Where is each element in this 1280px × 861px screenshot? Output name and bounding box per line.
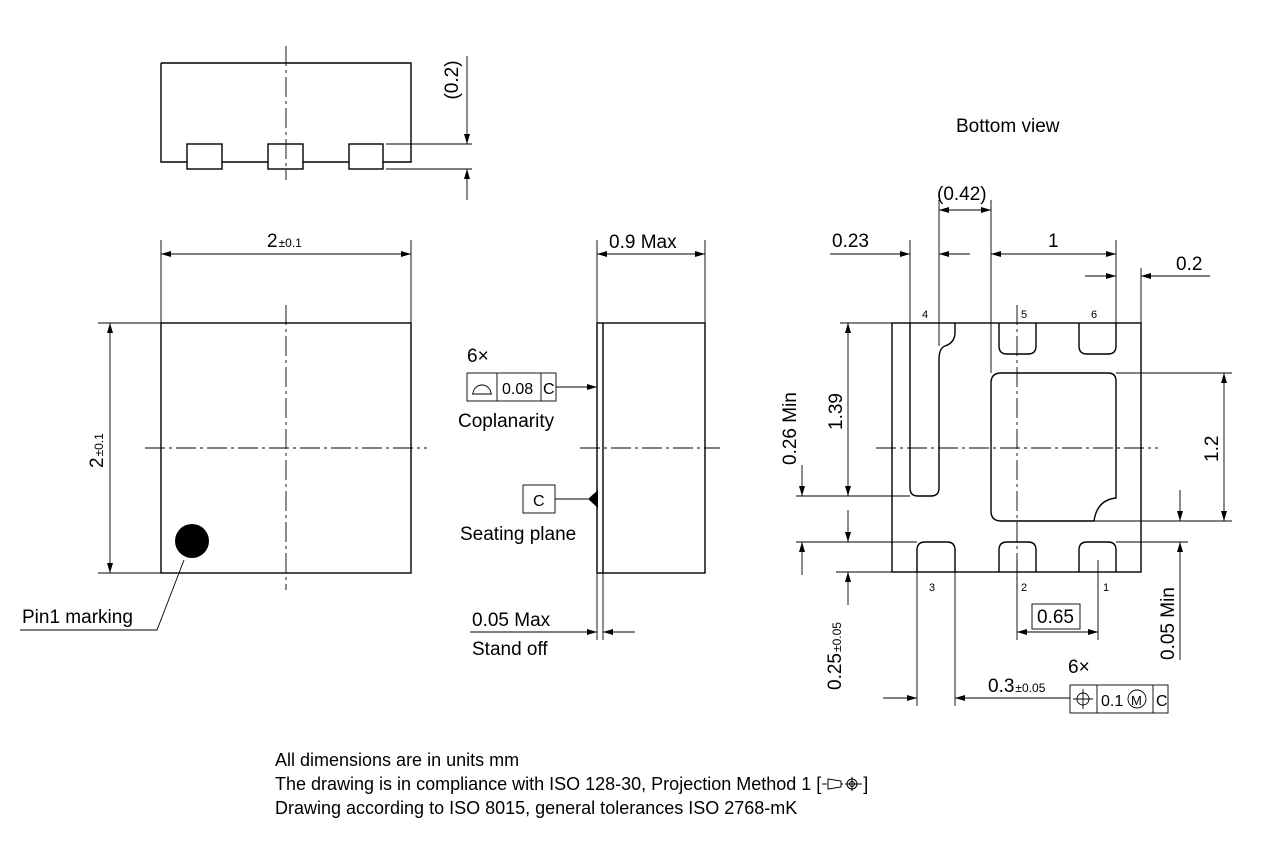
svg-text:M: M xyxy=(1131,693,1142,708)
standoff-label: Stand off xyxy=(472,639,548,660)
coplanarity-label: Coplanarity xyxy=(458,411,555,432)
dim-12: 1.2 xyxy=(1202,436,1223,462)
svg-text:6×: 6× xyxy=(1068,657,1090,678)
pad-5 xyxy=(998,323,1037,355)
thermal-pad xyxy=(990,372,1117,522)
dim-023: 0.23 xyxy=(832,231,869,252)
pin1-dot xyxy=(175,524,209,558)
svg-text:6: 6 xyxy=(1091,309,1097,321)
svg-text:C: C xyxy=(533,493,545,510)
datum-triangle xyxy=(588,490,598,508)
pad-2 xyxy=(998,541,1037,572)
svg-text:0.1: 0.1 xyxy=(1101,693,1123,710)
mmc-modifier-circle xyxy=(1127,689,1147,709)
seating-plane-label: Seating plane xyxy=(460,524,576,545)
dim-042: (0.42) xyxy=(937,184,987,205)
top-view-pad xyxy=(186,143,223,170)
note-units: All dimensions are in units mm xyxy=(275,750,520,770)
svg-text:2: 2 xyxy=(1021,582,1027,594)
svg-text:0.08: 0.08 xyxy=(502,381,533,398)
height-dim: 2±0.1 xyxy=(87,433,108,468)
top-view-pad xyxy=(348,143,384,170)
pad-1 xyxy=(1078,541,1117,572)
svg-text:5: 5 xyxy=(1021,309,1027,321)
svg-text:1: 1 xyxy=(1103,582,1109,594)
position-icon xyxy=(1073,689,1093,709)
pad-4 xyxy=(909,323,956,497)
dim-1: 1 xyxy=(1048,231,1059,252)
dim-139: 1.39 xyxy=(826,393,847,430)
pad-3 xyxy=(916,541,956,572)
pin1-label: Pin1 marking xyxy=(22,607,133,628)
width-dim: 2±0.1 xyxy=(267,231,302,252)
svg-text:4: 4 xyxy=(922,309,928,321)
note-projection: The drawing is in compliance with ISO 12… xyxy=(275,774,869,794)
max-height-dim: 0.9 Max xyxy=(609,232,677,253)
count-6x: 6× xyxy=(467,346,489,367)
side-view: 0.9 Max 6× 0.08 C Coplanarity C Seating … xyxy=(458,232,720,660)
top-view: (0.2) xyxy=(160,46,472,200)
pad-6 xyxy=(1078,323,1117,355)
projection-method-icon xyxy=(822,777,863,791)
note-tolerances: Drawing according to ISO 8015, general t… xyxy=(275,798,798,818)
dim-025: 0.25±0.05 xyxy=(825,622,846,690)
dim-03: 0.3±0.05 xyxy=(988,676,1046,697)
bottom-view: Bottom view 4 5 6 3 2 1 (0.42) 0.23 1 xyxy=(780,116,1232,714)
standoff-max: 0.05 Max xyxy=(472,610,551,631)
svg-text:C: C xyxy=(543,381,555,398)
standoff-dim: (0.2) xyxy=(442,60,463,99)
dim-005min: 0.05 Min xyxy=(1158,587,1179,660)
position-tolerance-frame xyxy=(1069,684,1169,714)
dim-026min: 0.26 Min xyxy=(780,392,801,465)
bottom-view-title: Bottom view xyxy=(956,116,1060,137)
profile-surface-icon xyxy=(472,384,492,395)
top-view-pad xyxy=(267,143,304,170)
dim-02: 0.2 xyxy=(1176,254,1202,275)
front-view: 2±0.1 2±0.1 Pin1 marking xyxy=(20,231,427,631)
svg-text:C: C xyxy=(1156,693,1168,710)
dim-065: 0.65 xyxy=(1037,607,1074,628)
svg-text:3: 3 xyxy=(929,582,935,594)
